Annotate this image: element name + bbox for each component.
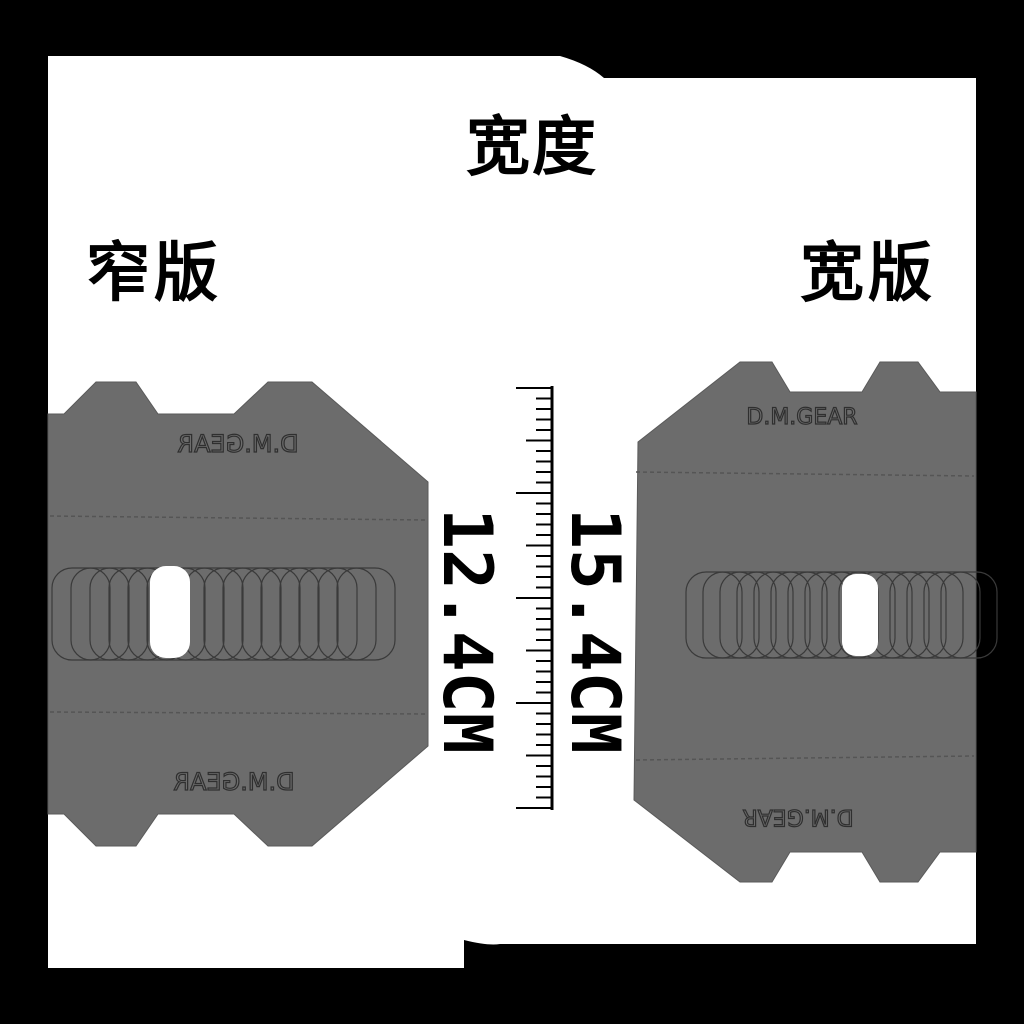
narrow-width-measurement: 12.4CM [427,508,506,754]
slot-outline [89,567,149,661]
slot-outline [203,567,263,661]
brand-print: D.M.GEAR [173,768,294,796]
brand-print: D.M.GEAR [746,405,857,430]
slot-outline [940,571,998,659]
wide-width-measurement: 15.4CM [555,508,634,754]
slot-outline [317,567,377,661]
wide-panel [633,361,998,883]
slot-outline [702,571,760,659]
slot-outline [298,567,358,661]
slot-outline [923,571,981,659]
ruler-scale [516,386,554,810]
slot-outline [279,567,339,661]
molle-slot-outlines [685,571,998,659]
slot-outline [685,571,743,659]
center-hole [150,566,190,658]
slot-outline [260,567,320,661]
center-hole [842,574,878,656]
brand-print: D.M.GEAR [177,430,298,458]
slot-outline [51,567,111,661]
slot-outline [906,571,964,659]
slot-outline [336,567,396,661]
slot-outline [736,571,794,659]
slot-outline [838,571,896,659]
page-title: 宽度 [466,111,598,185]
slot-outline [241,567,301,661]
wide-version-label: 宽版 [800,237,936,311]
slot-outline [719,571,777,659]
slot-outline [753,571,811,659]
slot-outline [770,571,828,659]
narrow-panel [47,381,429,847]
slot-outline [70,567,130,661]
slot-outline [889,571,947,659]
slot-outline [222,567,282,661]
brand-print: D.M.GEAR [742,804,853,829]
narrow-version-label: 窄版 [86,237,222,311]
